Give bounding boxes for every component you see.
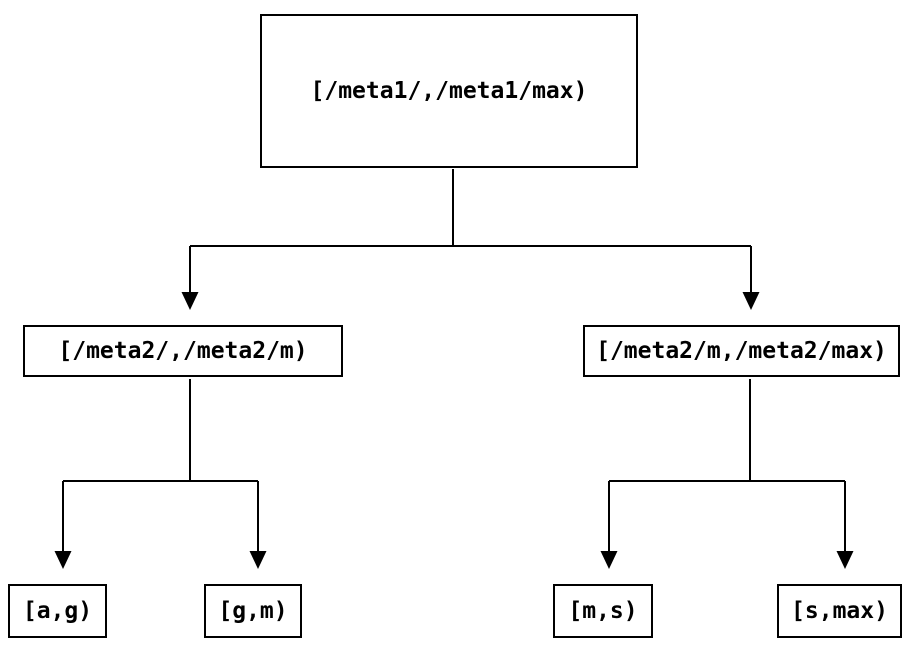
arrow-down-icon bbox=[181, 292, 199, 310]
node-meta1-range: [/meta1/,/meta1/max) bbox=[260, 14, 638, 168]
node-leaf-g-m: [g,m) bbox=[204, 584, 302, 638]
node-label: [/meta1/,/meta1/max) bbox=[310, 78, 588, 104]
arrow-down-icon bbox=[54, 551, 72, 569]
node-label: [m,s) bbox=[568, 598, 638, 624]
node-label: [/meta2/m,/meta2/max) bbox=[596, 338, 887, 364]
node-label: [/meta2/,/meta2/m) bbox=[58, 338, 308, 364]
node-leaf-s-max: [s,max) bbox=[777, 584, 902, 638]
node-meta2-low-range: [/meta2/,/meta2/m) bbox=[23, 325, 343, 377]
arrow-down-icon bbox=[742, 292, 760, 310]
arrow-down-icon bbox=[249, 551, 267, 569]
edge-meta2high-to-leaves bbox=[608, 379, 846, 551]
node-meta2-high-range: [/meta2/m,/meta2/max) bbox=[583, 325, 900, 377]
arrow-down-icon bbox=[836, 551, 854, 569]
node-label: [a,g) bbox=[22, 598, 93, 624]
edge-root-to-children bbox=[189, 169, 752, 292]
edge-meta2low-to-leaves bbox=[62, 379, 259, 551]
node-label: [s,max) bbox=[791, 598, 888, 624]
node-leaf-a-g: [a,g) bbox=[8, 584, 107, 638]
node-label: [g,m) bbox=[218, 598, 288, 624]
arrow-down-icon bbox=[600, 551, 618, 569]
node-leaf-m-s: [m,s) bbox=[553, 584, 653, 638]
